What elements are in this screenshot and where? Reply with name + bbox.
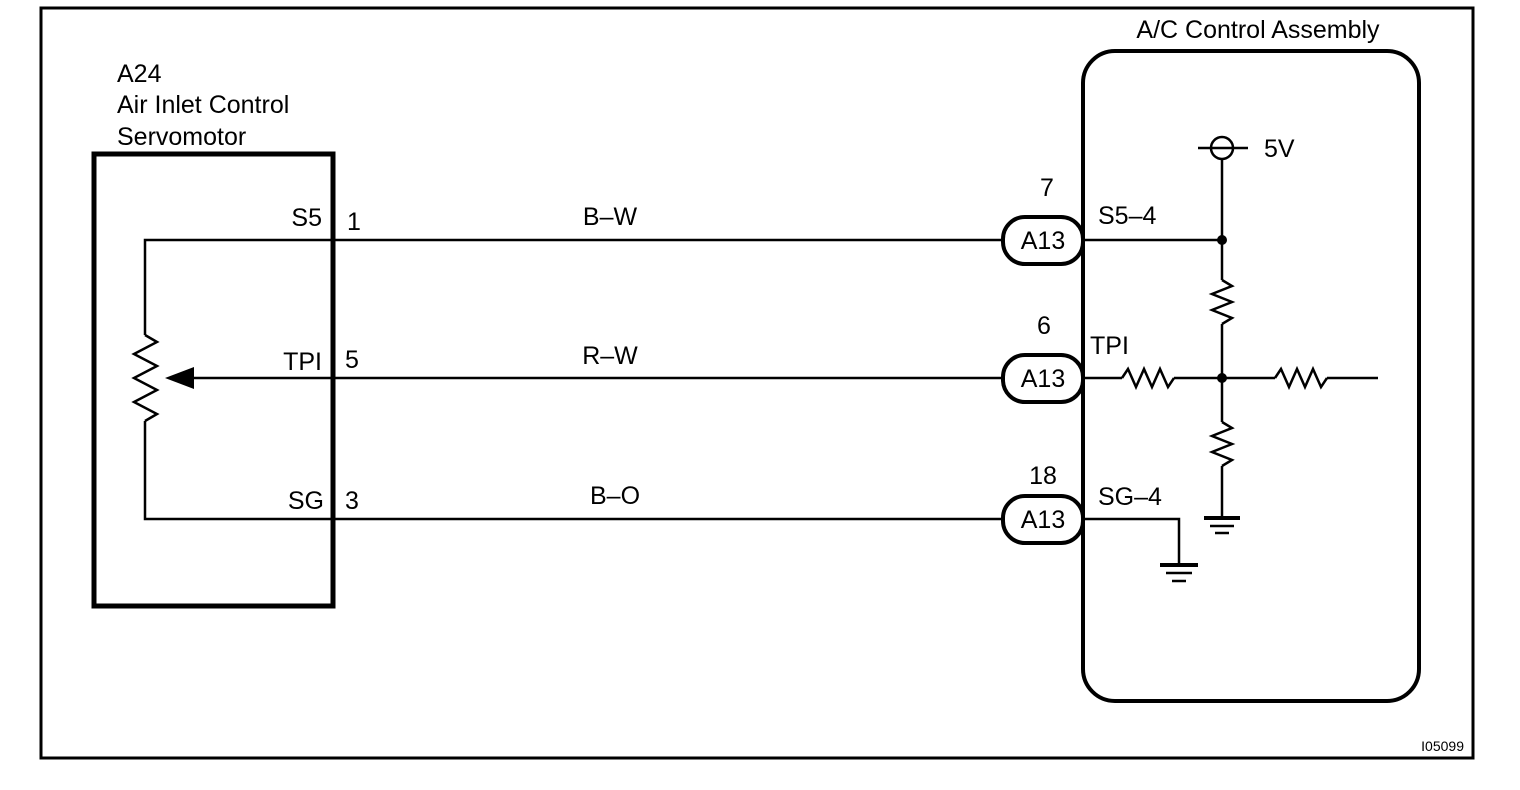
wire-color-b-w: B–W	[583, 203, 638, 231]
pin-number-5: 5	[345, 346, 359, 374]
wire-color-b-o: B–O	[590, 482, 640, 510]
servomotor-code: A24	[117, 60, 162, 88]
terminal-label-sg: SG	[288, 487, 324, 515]
servomotor-name-line1: Air Inlet Control	[117, 91, 289, 119]
ecu-terminal-sg-4: SG–4	[1098, 483, 1162, 511]
control-assembly-box	[1081, 49, 1421, 703]
ecu-terminal-s5-4: S5–4	[1098, 202, 1156, 230]
terminal-label-s5: S5	[291, 204, 322, 232]
figure-id: I05099	[1421, 738, 1464, 754]
connector-label-a13-3: A13	[1021, 506, 1065, 534]
pin-number-1: 1	[347, 208, 361, 236]
terminal-label-tpi: TPI	[283, 348, 322, 376]
potentiometer-symbol	[131, 238, 333, 521]
connector-label-a13-2: A13	[1021, 365, 1065, 393]
connector-pin-6: 6	[1037, 312, 1051, 340]
ecu-terminal-tpi: TPI	[1090, 332, 1129, 360]
diagram-frame	[39, 6, 1475, 760]
servomotor-name-line2: Servomotor	[117, 123, 246, 151]
connector-pin-18: 18	[1029, 462, 1057, 490]
pin-number-3: 3	[345, 487, 359, 515]
connector-label-a13-1: A13	[1021, 227, 1065, 255]
servomotor-box	[91, 151, 336, 609]
connector-pin-7: 7	[1040, 174, 1054, 202]
control-assembly-title: A/C Control Assembly	[1136, 16, 1380, 44]
supply-voltage-label: 5V	[1264, 135, 1295, 163]
wire-color-r-w: R–W	[582, 342, 638, 370]
internal-circuit	[1083, 135, 1378, 583]
